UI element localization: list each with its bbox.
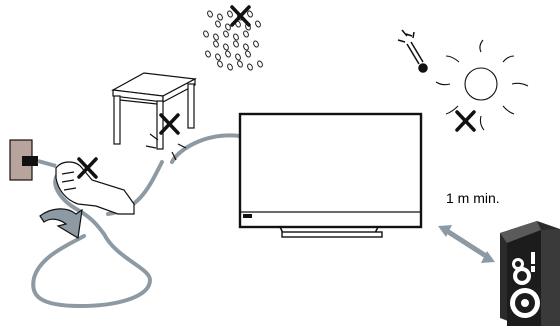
rain-drop: [223, 30, 230, 38]
rain-drop: [203, 30, 210, 38]
rain-drop: [233, 40, 240, 48]
sun-icon: [436, 40, 528, 130]
rain-drop: [215, 53, 222, 61]
distance-label: 1 m min.: [446, 190, 500, 206]
rain-drop: [225, 23, 232, 31]
rain-drop: [217, 13, 224, 21]
rain-drop: [213, 40, 220, 48]
rain-drop: [223, 43, 230, 51]
rain-drop: [225, 50, 232, 58]
rain-drop: [217, 60, 224, 68]
thermometer-icon: [398, 30, 427, 72]
hand-plug-icon: [56, 162, 134, 214]
rain-drop: [245, 50, 252, 58]
rain-drop: [243, 30, 250, 38]
speaker-icon: [500, 221, 560, 326]
double-arrow-icon: [438, 225, 495, 263]
rain-drop: [257, 60, 264, 68]
rain-drops-icon: [203, 10, 264, 71]
rain-drop: [235, 53, 242, 61]
rain-drop: [205, 50, 212, 58]
rain-drop: [237, 60, 244, 68]
rain-drop: [213, 33, 220, 41]
rain-drop: [227, 10, 234, 18]
rain-prohibited-cross-icon: [232, 7, 249, 25]
rain-drop: [243, 43, 250, 51]
rain-drop: [215, 20, 222, 28]
rain-drop: [233, 33, 240, 41]
rain-drop: [247, 63, 254, 71]
curved-arrow-icon: [40, 209, 82, 238]
spark-icon: [146, 134, 186, 160]
tv-icon: [240, 114, 421, 237]
rain-drop: [247, 10, 254, 18]
power-socket-icon: [10, 140, 56, 180]
rain-drop: [255, 20, 262, 28]
rain-drop: [253, 40, 260, 48]
sun-prohibited-cross-icon: [457, 112, 474, 130]
rain-drop: [207, 10, 214, 18]
rain-drop: [227, 63, 234, 71]
